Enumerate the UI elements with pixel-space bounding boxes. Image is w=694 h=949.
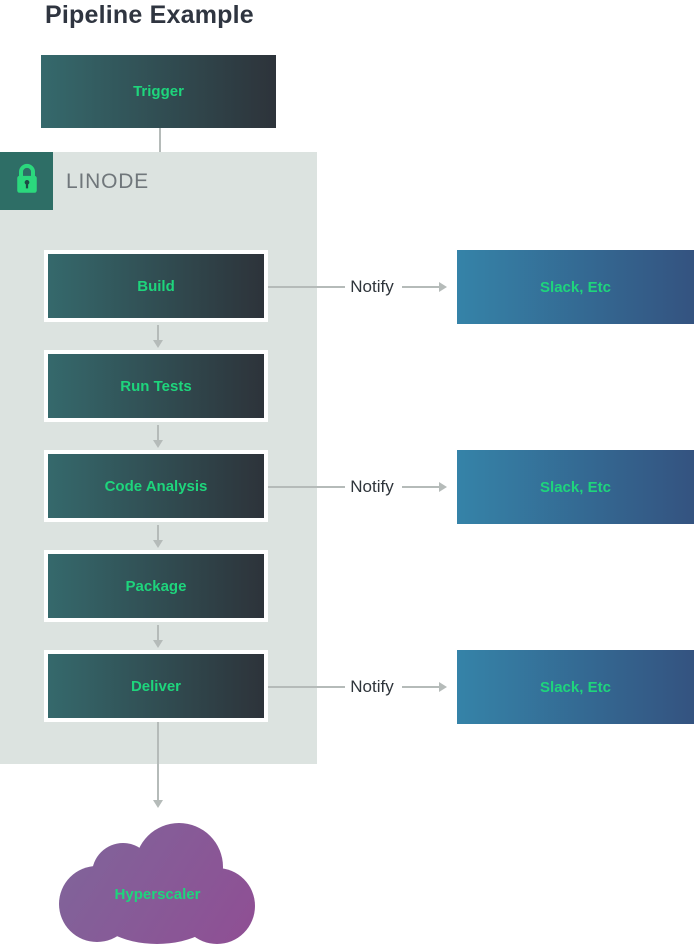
arrow-package-to-deliver: [153, 625, 163, 648]
lock-icon: [12, 162, 42, 201]
notify-label-2: Notify: [350, 477, 394, 496]
node-hyperscaler: Hyperscaler: [55, 818, 260, 944]
node-build: Build: [44, 250, 268, 322]
node-slack-1: Slack, Etc: [457, 250, 694, 324]
node-run-tests: Run Tests: [44, 350, 268, 422]
node-package: Package: [44, 550, 268, 622]
node-run-tests-label: Run Tests: [120, 377, 192, 395]
node-package-label: Package: [125, 577, 187, 595]
connector-build-to-notify: [268, 286, 345, 288]
node-slack-3: Slack, Etc: [457, 650, 694, 724]
node-build-label: Build: [137, 277, 175, 295]
lock-badge: [0, 152, 53, 210]
notify-label-3: Notify: [350, 677, 394, 696]
node-trigger: Trigger: [41, 55, 276, 128]
node-deliver: Deliver: [44, 650, 268, 722]
connector-codeanalysis-to-notify: [268, 486, 345, 488]
node-trigger-label: Trigger: [133, 83, 184, 100]
node-slack-1-label: Slack, Etc: [540, 278, 611, 296]
arrow-notify-to-slack-1: [402, 282, 447, 292]
notify-label-1: Notify: [350, 277, 394, 296]
arrow-build-to-runtests: [153, 325, 163, 348]
cloud-label: Hyperscaler: [114, 886, 201, 903]
node-slack-3-label: Slack, Etc: [540, 678, 611, 696]
linode-label: LINODE: [66, 170, 149, 193]
node-slack-2-label: Slack, Etc: [540, 478, 611, 496]
arrow-notify-to-slack-3: [402, 682, 447, 692]
node-deliver-label: Deliver: [130, 677, 182, 695]
connector-deliver-to-notify: [268, 686, 345, 688]
page-title: Pipeline Example: [45, 1, 254, 29]
arrow-runtests-to-codeanalysis: [153, 425, 163, 448]
arrow-deliver-to-hyperscaler: [153, 722, 163, 808]
arrow-notify-to-slack-2: [402, 482, 447, 492]
node-slack-2: Slack, Etc: [457, 450, 694, 524]
arrow-codeanalysis-to-package: [153, 525, 163, 548]
node-code-analysis: Code Analysis: [44, 450, 268, 522]
node-code-analysis-label: Code Analysis: [104, 477, 208, 495]
cloud-icon: [55, 823, 260, 948]
